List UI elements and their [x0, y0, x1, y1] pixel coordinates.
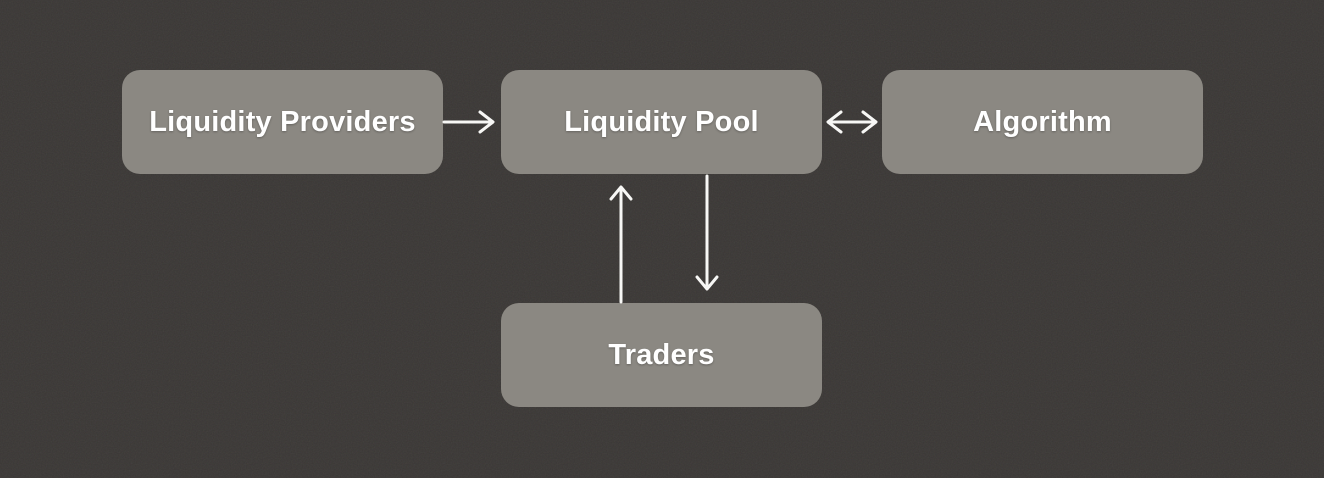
node-traders: Traders [501, 303, 822, 407]
node-liquidity-pool: Liquidity Pool [501, 70, 822, 174]
arrow-pool-to-traders [695, 174, 719, 291]
arrow-providers-to-pool [442, 110, 495, 134]
arrow-traders-to-pool [609, 185, 633, 304]
node-liquidity-providers: Liquidity Providers [122, 70, 443, 174]
node-algorithm-label: Algorithm [973, 105, 1112, 138]
node-liquidity-providers-label: Liquidity Providers [149, 105, 416, 138]
node-algorithm: Algorithm [882, 70, 1203, 174]
node-liquidity-pool-label: Liquidity Pool [564, 105, 759, 138]
node-traders-label: Traders [608, 338, 715, 371]
arrow-pool-algorithm-bidirectional [826, 110, 878, 134]
